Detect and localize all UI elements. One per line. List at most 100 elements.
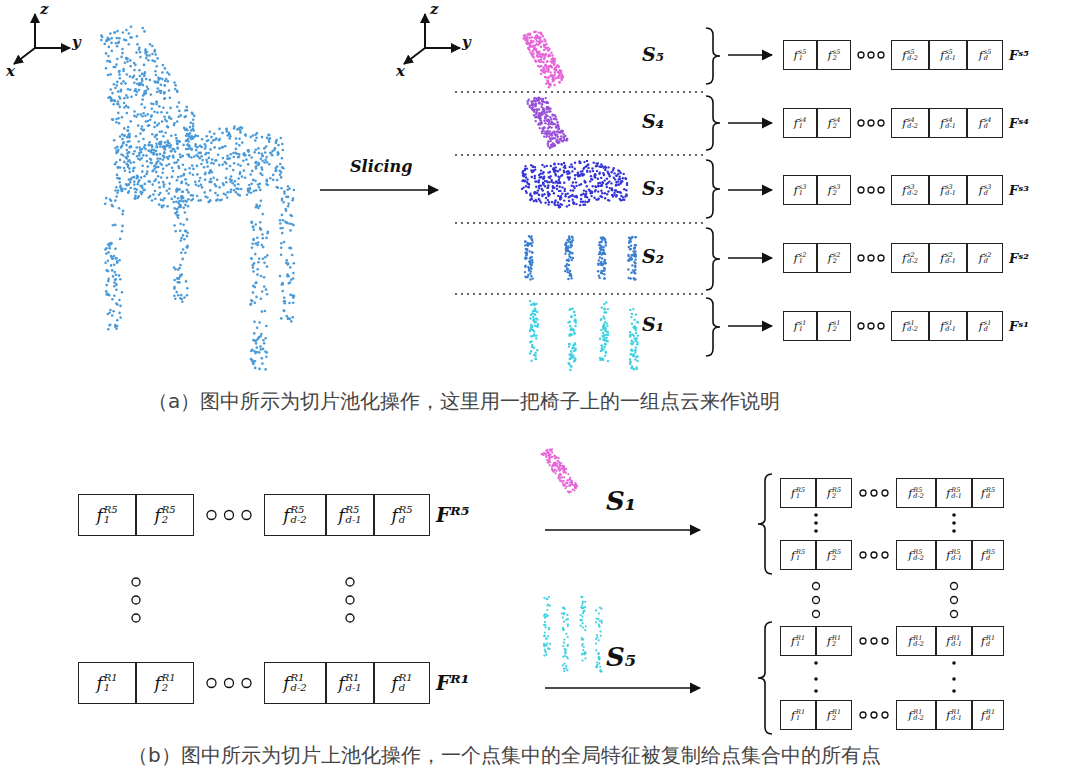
point — [547, 130, 549, 132]
point — [553, 144, 555, 146]
point — [111, 204, 114, 207]
point — [222, 157, 225, 160]
point — [536, 51, 538, 53]
point — [542, 171, 544, 173]
point — [554, 68, 556, 70]
point — [158, 203, 161, 206]
point — [552, 123, 554, 125]
point — [136, 43, 139, 46]
point — [146, 170, 149, 173]
point — [239, 164, 242, 167]
point — [289, 281, 292, 284]
point — [269, 177, 272, 180]
point — [141, 78, 144, 81]
point — [141, 115, 144, 118]
point — [537, 31, 539, 33]
point — [133, 150, 136, 153]
point — [540, 46, 542, 48]
point — [156, 111, 159, 114]
point — [550, 165, 552, 167]
point — [186, 235, 189, 238]
point — [130, 36, 133, 39]
point — [263, 147, 266, 150]
point — [279, 163, 282, 166]
point — [187, 140, 190, 143]
point — [157, 160, 160, 163]
point — [237, 163, 240, 166]
point — [147, 59, 150, 62]
point — [168, 142, 171, 145]
point — [141, 170, 144, 173]
point — [211, 158, 214, 161]
point — [209, 199, 212, 202]
point — [532, 44, 534, 46]
point — [194, 143, 197, 146]
point — [116, 191, 119, 194]
point — [533, 31, 535, 33]
arrow — [545, 687, 700, 689]
point — [149, 162, 152, 165]
point — [536, 34, 538, 36]
point — [156, 101, 159, 104]
point — [544, 54, 546, 56]
point — [558, 81, 560, 83]
point — [241, 175, 244, 178]
point — [144, 48, 147, 51]
point — [119, 184, 122, 187]
point — [221, 132, 224, 135]
point — [261, 233, 264, 236]
point — [174, 196, 177, 199]
point — [550, 140, 552, 142]
point — [143, 189, 146, 192]
point — [166, 205, 169, 208]
point — [281, 232, 284, 235]
point — [554, 117, 556, 119]
point — [162, 167, 165, 170]
point — [180, 294, 183, 297]
point — [262, 339, 265, 342]
point — [180, 195, 183, 198]
point — [121, 189, 124, 192]
point — [118, 73, 121, 76]
point — [169, 146, 172, 149]
point — [173, 148, 176, 151]
point — [146, 54, 149, 57]
point — [542, 178, 544, 180]
point — [186, 246, 189, 249]
point — [124, 188, 127, 191]
point — [247, 163, 250, 166]
point — [268, 163, 271, 166]
point — [176, 208, 179, 211]
point — [138, 84, 141, 87]
point — [590, 178, 592, 180]
point — [123, 134, 126, 137]
point — [542, 98, 544, 100]
point — [192, 173, 195, 176]
point — [125, 183, 128, 186]
point — [553, 79, 555, 81]
point — [232, 152, 235, 155]
point — [120, 190, 123, 193]
point — [242, 153, 245, 156]
point — [543, 58, 545, 60]
point — [156, 145, 159, 148]
point — [258, 321, 261, 324]
point — [143, 64, 146, 67]
point — [139, 149, 142, 152]
point — [155, 171, 158, 174]
point — [178, 267, 181, 270]
point — [121, 213, 124, 216]
point — [266, 137, 269, 140]
point — [125, 57, 128, 60]
point — [118, 207, 121, 210]
point — [585, 194, 587, 196]
point — [158, 78, 161, 81]
point — [137, 157, 140, 160]
point — [116, 45, 119, 48]
point — [115, 273, 118, 276]
point — [543, 120, 545, 122]
point — [536, 98, 538, 100]
point — [195, 149, 198, 152]
point — [558, 140, 560, 142]
point — [155, 134, 158, 137]
